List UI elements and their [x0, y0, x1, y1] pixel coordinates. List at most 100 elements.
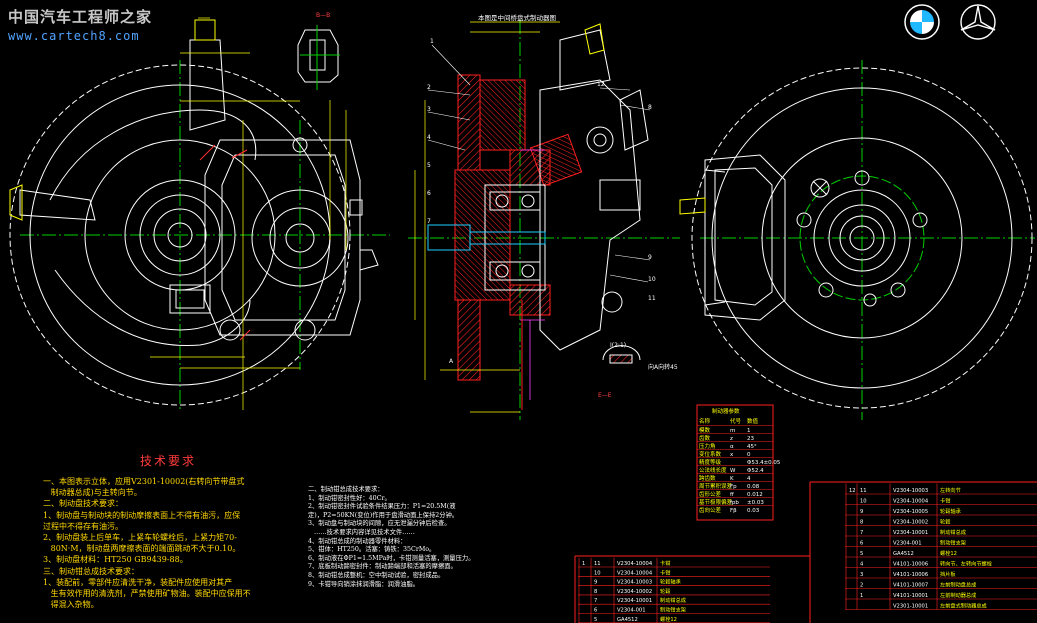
- bom-cell: 8: [860, 520, 863, 526]
- bom-cell: 制动钳总成: [940, 528, 966, 536]
- param-table-cell: 0.08: [747, 484, 760, 490]
- bom-cell: 7: [594, 598, 597, 604]
- bom-cell: GA4512: [893, 551, 914, 557]
- param-table-cell: 齿数: [699, 434, 711, 442]
- left-view: [9, 17, 390, 410]
- bom-cell: V2304-001: [617, 608, 646, 614]
- param-table-cell: 1: [747, 428, 751, 434]
- param-table-cell: Fp: [730, 484, 737, 490]
- tech-line: 生有效作用的清洗剂，严禁使用矿物油。装配中应保用不: [43, 589, 251, 599]
- section-label-zoom: Ⅰ(2:1): [610, 342, 627, 349]
- param-table-cell: 4: [747, 476, 751, 482]
- param-table-cell: ff: [730, 492, 734, 498]
- top-note: 本图是中间桥盘式制动器图: [478, 14, 556, 22]
- param-table-cell: Φ53.4±0.05: [747, 460, 781, 466]
- bom-cell: 转向节、左转向节螺栓: [940, 560, 993, 568]
- watermark: 中国汽车工程师之家 www.cartech8.com: [8, 6, 152, 43]
- tech-requirements-title: 技术要求: [140, 454, 197, 468]
- bom-cell: 2: [860, 583, 863, 589]
- callout-number: 11: [648, 295, 656, 302]
- tech-line: 8、制动钳总成整机：空中制动试验，密封成品。: [308, 571, 445, 579]
- bom-cell: 12: [849, 488, 856, 494]
- param-table-cell: K: [730, 476, 734, 482]
- bom-cell: V2304-10001: [617, 598, 652, 604]
- param-table-header: 数值: [747, 417, 759, 425]
- callout-number: 9: [648, 254, 652, 261]
- bom-cell: 1: [860, 593, 863, 599]
- tech-line: 2、制动钳密封件试验条件结果压力：P1=20.5M(液: [308, 503, 456, 511]
- param-table-header: 名称: [699, 417, 711, 425]
- bom-cell: 左前制动器总成: [940, 591, 976, 599]
- bom-cell: 螺栓12: [940, 549, 957, 557]
- param-table-cell: Fβ: [730, 508, 737, 514]
- callout-number: 10: [648, 276, 656, 283]
- watermark-url: www.cartech8.com: [8, 29, 140, 43]
- tech-line: 7、底板制动蹄密封件：制动蹄端部和活塞的摩擦面。: [308, 563, 457, 571]
- param-table-cell: 跨齿数: [699, 474, 716, 482]
- bom-cell: V2304-10003: [893, 488, 928, 494]
- param-table-cell: 0.012: [747, 492, 763, 498]
- bom-cell: 左前制动盘总成: [940, 581, 976, 589]
- bom-cell: 5: [594, 617, 597, 623]
- bom-cell: 8: [594, 589, 597, 595]
- param-table-cell: 45°: [747, 444, 757, 450]
- watermark-cn: 中国汽车工程师之家: [8, 8, 153, 26]
- bom-cell: 6: [860, 541, 863, 547]
- tech-line: 4、制动钳总成的制动器零件材料：: [308, 537, 407, 545]
- bom-cell: V2304-10004: [617, 561, 653, 567]
- param-table-cell: 0: [747, 452, 751, 458]
- bom-cell: 10: [594, 570, 601, 576]
- bom-cell: 9: [860, 509, 863, 515]
- tech-line: 定)，P2=50KN(变位)作用于盘滑动面上保持2分钟。: [308, 511, 459, 519]
- param-table-header: 代号: [730, 417, 742, 425]
- callout-number: 12: [597, 81, 605, 88]
- param-table-cell: 公法线长度: [699, 466, 727, 474]
- param-table-cell: 齿形公差: [699, 490, 722, 498]
- section-label-a: A: [449, 358, 454, 365]
- param-table-cell: α: [730, 444, 734, 450]
- bom-cell: GA4512: [617, 617, 638, 623]
- bom-cell: 卡钳: [660, 568, 670, 576]
- param-table-cell: 压力角: [699, 442, 716, 450]
- tech-line: 二、制动钳总成技术要求：: [308, 486, 384, 493]
- tech-line: 制动器总成)与主转向节。: [43, 488, 142, 498]
- param-table-cell: fpb: [730, 500, 739, 506]
- param-table-cell: Φ52.4: [747, 468, 764, 474]
- param-table-cell: 精度等级: [699, 458, 722, 466]
- param-table-cell: 齿向公差: [699, 506, 722, 514]
- param-table-cell: W: [730, 468, 736, 474]
- section-label-ee: E—E: [598, 392, 612, 399]
- param-table-cell: 基节极限偏差: [699, 498, 733, 506]
- tech-line: 80N·M，制动盘两摩擦表面的端面跳动不大于0.10。: [43, 544, 241, 554]
- bom-cell: 轮毂轴承: [940, 507, 962, 515]
- param-table-cell: 周节累积误差: [699, 482, 733, 490]
- bom-cell: 11: [594, 561, 601, 567]
- bom-cell: 轮毂: [940, 518, 950, 526]
- bom-cell: 卡钳: [940, 497, 950, 505]
- tech-line: 得混入杂物。: [43, 600, 99, 610]
- tech-line: 1、制动钳密封性好：40Cr。: [308, 494, 391, 502]
- callout-number: 8: [648, 104, 652, 111]
- tech-line: 1、制动盘与制动块的制动摩擦表面上不得有油污，应保: [43, 510, 241, 520]
- bom-cell: 轮毂轴承: [660, 578, 682, 586]
- tech-line: 一、本图表示立体，应用V2301-10002(右转向节带盘式: [43, 477, 245, 486]
- tech-line: 二、制动盘技术要求：: [43, 499, 123, 509]
- tech-line: 9、卡钳导向销涂抹润滑脂：润滑油脂。: [308, 580, 420, 588]
- param-table-cell: 0.03: [747, 508, 760, 514]
- tech-requirements-mid: 二、制动钳总成技术要求：1、制动钳密封性好：40Cr。2、制动钳密封件试验条件结…: [308, 486, 563, 589]
- callout-number: 5: [427, 162, 431, 169]
- callout-number: 3: [427, 106, 431, 113]
- bom-cell: 4: [860, 562, 864, 568]
- callout-number: 6: [427, 190, 431, 197]
- tech-line: 5、钳体：HT250。活塞：铸铁：35CrMo。: [308, 546, 436, 554]
- bmw-logo: [904, 4, 940, 40]
- bom-cell: 7: [860, 530, 863, 536]
- bom-cell: V2304-10001: [893, 530, 928, 536]
- bom-cell: V2304-10004: [893, 499, 929, 505]
- bom-cell: 轮毂: [660, 587, 670, 595]
- disc-view: [679, 60, 1035, 420]
- bom-cell: V4101-10006: [893, 572, 928, 578]
